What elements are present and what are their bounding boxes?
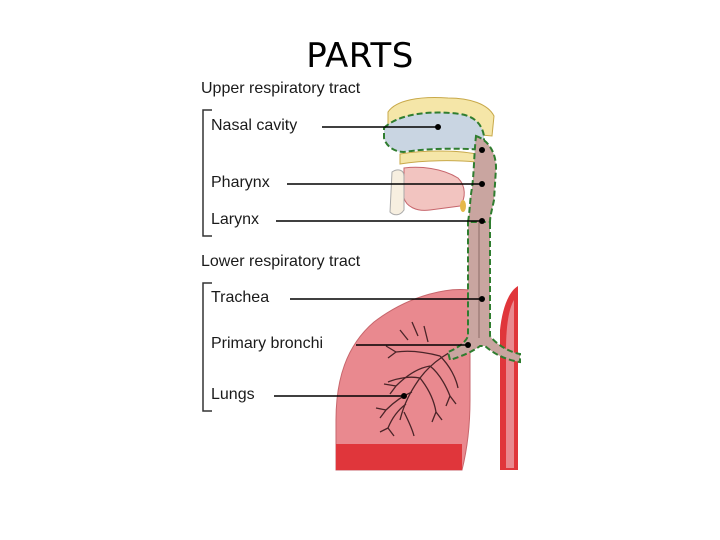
label-trachea: Trachea (211, 289, 270, 306)
label-nasal-cavity: Nasal cavity (211, 117, 298, 134)
pharynx (466, 134, 498, 223)
right-lung-inner (506, 300, 514, 468)
upper-tract-heading: Upper respiratory tract (201, 80, 361, 97)
mouth-tongue (403, 166, 465, 211)
lower-tract-bracket (202, 282, 212, 412)
trachea (446, 217, 521, 364)
left-lung (335, 289, 479, 471)
label-primary-bronchi: Primary bronchi (211, 335, 324, 352)
lip-jaw (389, 169, 405, 216)
label-larynx: Larynx (211, 211, 260, 228)
epiglottis (460, 200, 466, 212)
leader-lines (274, 126, 482, 397)
slide-title: PARTS (306, 36, 414, 76)
label-pharynx: Pharynx (211, 174, 270, 191)
upper-tract-bracket (202, 109, 212, 237)
palate (399, 150, 477, 165)
lung-base (336, 444, 462, 470)
label-lungs: Lungs (211, 386, 255, 403)
leader-dots (401, 124, 485, 399)
lower-tract-heading: Lower respiratory tract (201, 253, 361, 270)
